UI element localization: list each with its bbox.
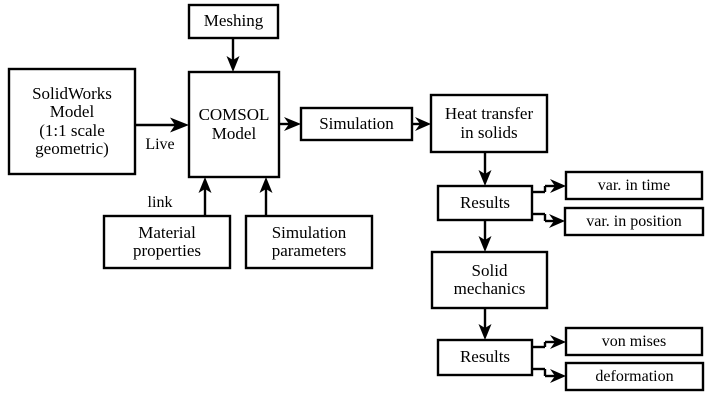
edge-solid-mechanics-to-results-structural [478,308,492,340]
node-box-heat-transfer[interactable] [429,93,549,154]
edge-comsol-to-simulation [279,117,301,131]
edge-simulation-to-heat-transfer [412,117,431,131]
node-box-deformation[interactable] [564,361,705,392]
edge-results-structural-to-von-mises [532,335,566,349]
node-box-material-properties[interactable] [102,214,232,270]
edge-meshing-to-comsol [226,38,240,72]
node-box-results-structural[interactable] [436,338,534,377]
node-box-solidworks[interactable] [7,67,137,176]
node-box-simulation[interactable] [299,106,414,142]
edge-results-thermal-to-var-in-position [532,212,565,228]
edge-heat-transfer-to-results-thermal [478,152,492,186]
node-box-var-in-time[interactable] [564,170,704,201]
edge-label-line: Live [145,135,175,153]
node-box-var-in-position[interactable] [563,206,705,237]
edge-results-thermal-to-var-in-time [532,179,566,194]
node-box-comsol[interactable] [187,70,281,179]
node-box-simulation-parameters[interactable] [244,214,374,270]
edge-label-line: link [147,194,173,212]
edge-material-properties-to-comsol [198,177,212,216]
node-box-meshing[interactable] [187,3,280,40]
node-box-results-thermal[interactable] [436,184,534,222]
edge-results-thermal-to-solid-mechanics [478,220,492,252]
edge-label-live-link: Live link [136,103,184,211]
node-box-solid-mechanics[interactable] [430,250,549,310]
edge-simulation-parameters-to-comsol [259,177,273,216]
edge-solidworks-to-comsol [135,117,189,133]
edge-results-structural-to-deformation [532,367,566,383]
node-box-von-mises[interactable] [564,326,704,357]
